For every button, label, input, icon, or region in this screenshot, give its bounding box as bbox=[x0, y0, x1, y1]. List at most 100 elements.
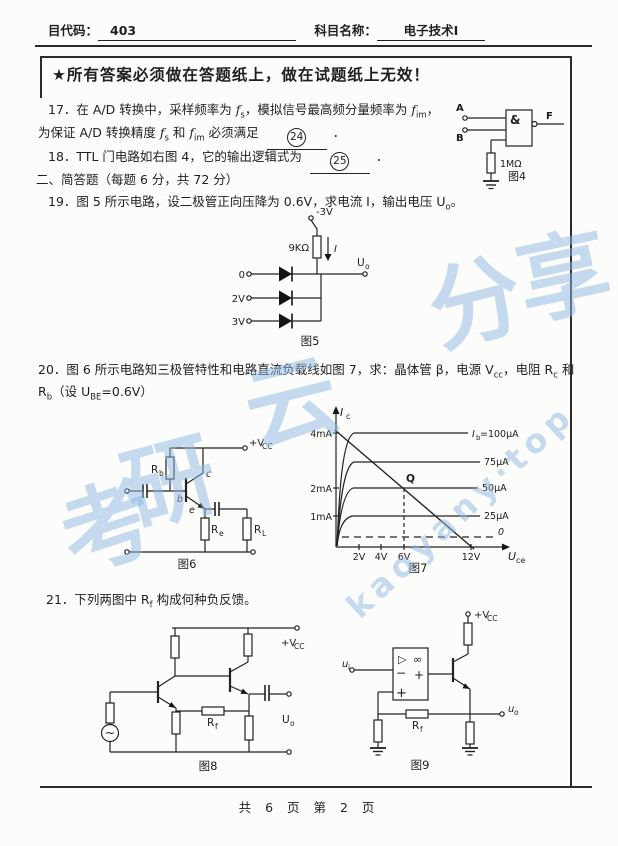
opamp-triangle-symbol: ▷ bbox=[398, 653, 407, 666]
svg-text:o: o bbox=[365, 262, 370, 271]
xtick-4v: 4V bbox=[375, 552, 388, 563]
figure6-caption: 图6 bbox=[178, 557, 197, 571]
gate-output-f-label: F bbox=[546, 111, 553, 122]
inverting-input: − bbox=[396, 666, 406, 680]
svg-text:f: f bbox=[215, 722, 218, 731]
figure8-feedback-amplifier: ~ +V CC R f U o 图8 bbox=[100, 625, 304, 773]
page-footer: 共 6 页 第 2 页 bbox=[238, 800, 380, 815]
notice-box-top bbox=[40, 56, 572, 58]
code-value: 403 bbox=[98, 22, 297, 42]
watermark-char-fen: 分 bbox=[418, 240, 534, 367]
svg-text:o: o bbox=[514, 708, 519, 717]
rl-label: R bbox=[254, 524, 261, 536]
question-19: 19．图 5 所示电路，设二极管正向压降为 0.6V，求电流 I，输出电压 Uo… bbox=[48, 194, 464, 213]
svg-text:e: e bbox=[219, 529, 224, 538]
emitter-arrow bbox=[197, 502, 205, 509]
ytick-1ma: 1mA bbox=[310, 512, 332, 523]
ui-label: u bbox=[342, 659, 348, 670]
question-17-line1: 17．在 A/D 转换中，采样频率为 fs，模拟信号最高频分量频率为 fim， bbox=[48, 102, 440, 121]
svg-text:i: i bbox=[348, 663, 350, 672]
and-gate-symbol: & bbox=[510, 113, 520, 127]
opamp-gain-infinity: ∞ bbox=[413, 653, 422, 666]
answer-blank-25: 25 bbox=[309, 148, 370, 174]
input-2v-label: 2V bbox=[232, 294, 245, 305]
answer-blank-24: 24 bbox=[266, 124, 327, 150]
svg-text:c: c bbox=[346, 412, 350, 421]
figure6-transistor-circuit: +V CC R b c b e R e R L 图6 bbox=[124, 438, 272, 571]
subject-label: 科目名称： bbox=[314, 23, 377, 38]
figure5-caption: 图5 bbox=[301, 334, 320, 348]
question-20-line2: Rb（设 UBE=0.6V） bbox=[38, 384, 153, 403]
y-axis-arrow bbox=[332, 406, 340, 414]
resistor-1mohm-label: 1MΩ bbox=[500, 159, 522, 170]
x-axis-arrow bbox=[502, 543, 510, 551]
x-axis-label: U bbox=[508, 550, 516, 563]
svg-text:CC: CC bbox=[294, 642, 304, 651]
question-21: 21．下列两图中 Rf 构成何种负反馈。 bbox=[46, 592, 257, 611]
gate-input-a-label: A bbox=[456, 103, 464, 114]
question-20-line1: 20．图 6 所示电路知三极管特性和电路直流负载线如图 7，求：晶体管 β，电源… bbox=[38, 362, 575, 381]
curve-label-ib: I bbox=[472, 429, 475, 440]
subject-value: 电子技术Ⅰ bbox=[376, 22, 485, 42]
svg-text:L: L bbox=[262, 529, 267, 538]
base-label: b bbox=[177, 494, 183, 505]
ytick-2ma: 2mA bbox=[310, 484, 332, 495]
curve-label-50ua: 50μA bbox=[482, 483, 507, 494]
rf-label: R bbox=[207, 717, 214, 729]
uo-label: u bbox=[508, 704, 514, 715]
scan-border-right bbox=[570, 56, 572, 787]
figure4-caption: 图4 bbox=[508, 170, 526, 183]
figure9-caption: 图9 bbox=[411, 758, 430, 772]
figure7-output-characteristics-chart: I c U ce 4mA 2mA 1mA 2V 4V 6V 12V I b =1… bbox=[310, 406, 525, 575]
circled-24: 24 bbox=[287, 128, 307, 147]
notice-box-left bbox=[40, 56, 42, 98]
scan-border-bottom bbox=[40, 786, 592, 788]
curve-label-0: 0 bbox=[498, 527, 504, 538]
figure4-ttl-gate-circuit: A B & F 1MΩ 图4 bbox=[456, 103, 564, 190]
ytick-4ma: 4mA bbox=[310, 429, 332, 440]
header: 目代码：403 科目名称：电子技术Ⅰ bbox=[48, 22, 485, 42]
noninverting-input: + bbox=[396, 686, 407, 701]
rb-label: R bbox=[151, 464, 158, 476]
vcc-label: +V bbox=[474, 610, 489, 621]
svg-text:b: b bbox=[159, 469, 164, 478]
xtick-12v: 12V bbox=[462, 552, 481, 563]
opamp-plus-mark: + bbox=[414, 668, 424, 682]
xtick-6v: 6V bbox=[398, 552, 411, 563]
curve-ib100 bbox=[336, 432, 468, 547]
figure9-opamp-feedback-circuit: +V CC ▷ ∞ − + + u i R f u o 图9 bbox=[342, 610, 519, 772]
svg-text:CC: CC bbox=[487, 614, 497, 623]
q-point-label: Q bbox=[406, 473, 415, 485]
code-label: 目代码： bbox=[48, 23, 99, 38]
emitter-arrow bbox=[462, 683, 470, 689]
watermark-char-xiang: 享 bbox=[507, 215, 618, 340]
curve-ib25 bbox=[336, 515, 480, 547]
diode-symbols bbox=[279, 254, 332, 329]
figure5-diode-circuit: -3V 9KΩ I U o 0 2V 3V 图5 bbox=[232, 207, 370, 348]
figure8-caption: 图8 bbox=[199, 759, 218, 773]
q1-emitter-arrow bbox=[168, 702, 176, 708]
svg-text:ce: ce bbox=[516, 556, 525, 565]
uo-label: U bbox=[282, 714, 290, 726]
svg-text:b: b bbox=[476, 434, 481, 442]
emitter-label: e bbox=[189, 505, 195, 516]
supply-label: -3V bbox=[316, 207, 333, 218]
circled-25: 25 bbox=[330, 152, 350, 171]
collector-label: c bbox=[206, 469, 212, 480]
input-3v-label: 3V bbox=[232, 317, 245, 328]
source-sine-symbol: ~ bbox=[105, 726, 115, 740]
gate-input-b-label: B bbox=[456, 133, 464, 144]
nand-output-bubble bbox=[531, 120, 538, 128]
current-arrow bbox=[324, 254, 332, 261]
svg-text:o: o bbox=[290, 719, 295, 728]
y-axis-label: I bbox=[340, 406, 343, 419]
figure7-caption: 图7 bbox=[409, 561, 428, 575]
rf-label: R bbox=[412, 720, 419, 732]
vcc-label: +V bbox=[249, 438, 264, 449]
curve-label-75ua: 75μA bbox=[484, 457, 509, 468]
section2-heading: 二、简答题（每题 6 分，共 72 分） bbox=[36, 172, 239, 187]
svg-text:f: f bbox=[420, 725, 423, 734]
